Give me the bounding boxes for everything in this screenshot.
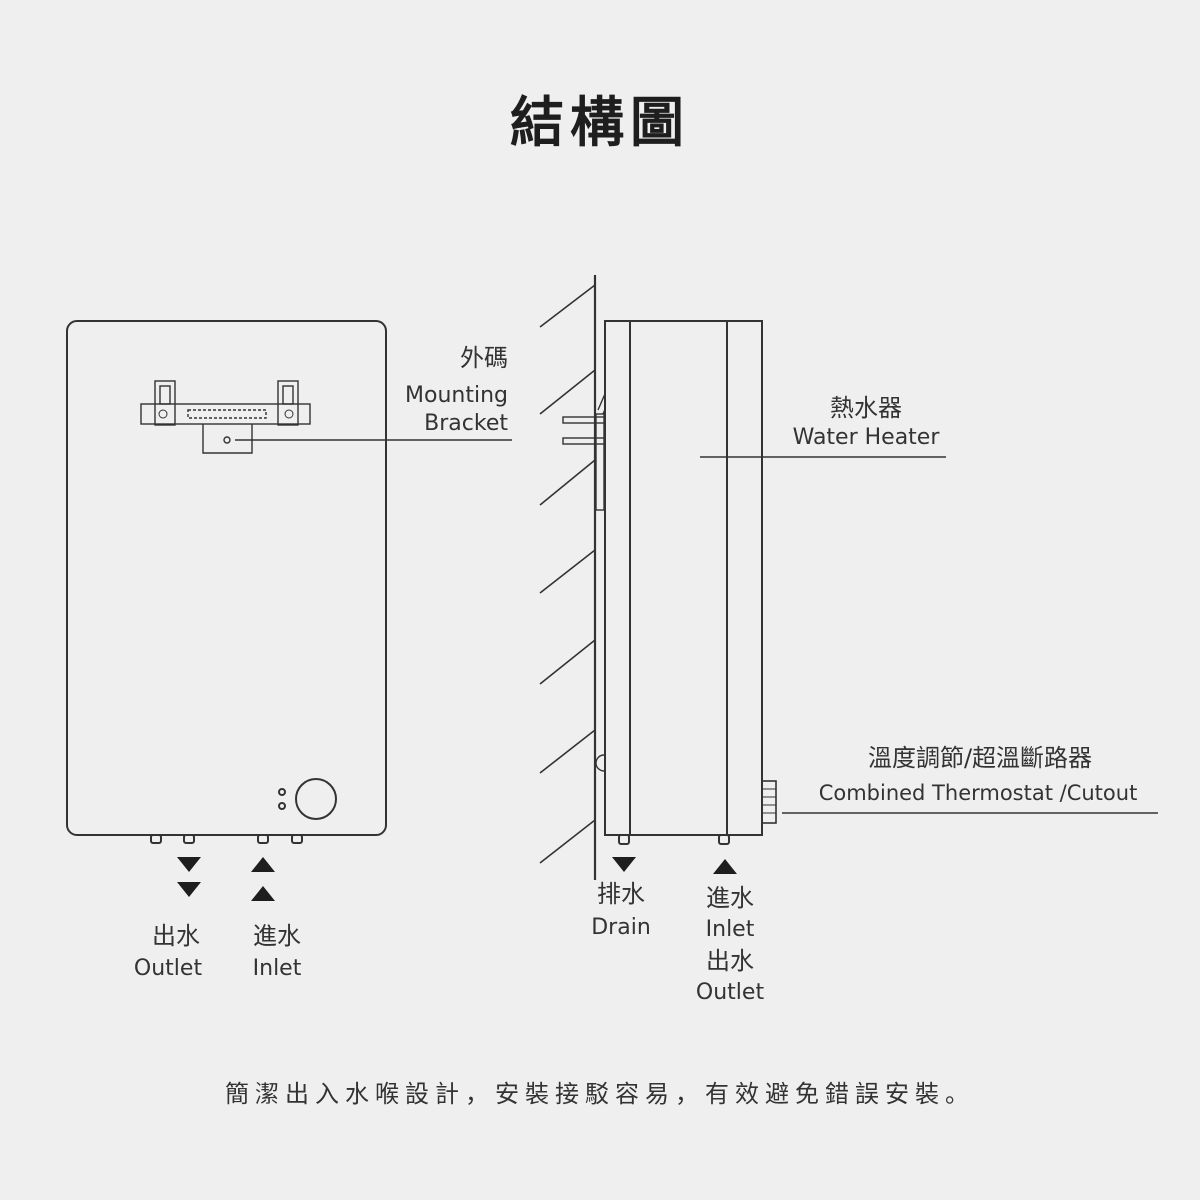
water-heater-label-zh: 熱水器 bbox=[830, 394, 902, 422]
drain-label-zh: 排水 bbox=[597, 880, 645, 908]
mounting-bracket-label-zh: 外碼 bbox=[460, 344, 508, 372]
side-view bbox=[539, 275, 1158, 880]
front-mounting-bracket bbox=[140, 380, 311, 454]
caption-text: 簡潔出入水喉設計，安裝接駁容易，有效避免錯誤安裝。 bbox=[225, 1080, 975, 1108]
side-outlet-label-zh: 出水 bbox=[706, 947, 754, 975]
drain-label-en: Drain bbox=[591, 915, 651, 940]
mounting-bracket-label-en: Mounting bbox=[405, 383, 508, 408]
side-thermostat-knob bbox=[761, 780, 777, 824]
page-title: 結構圖 bbox=[510, 91, 690, 154]
front-outlet-arrows bbox=[177, 857, 201, 897]
side-inlet-label-zh: 進水 bbox=[706, 884, 754, 912]
side-outlet-label-en: Outlet bbox=[696, 980, 765, 1005]
mounting-bracket-label-en-2: Bracket bbox=[424, 411, 508, 436]
water-heater-label-en: Water Heater bbox=[793, 425, 941, 450]
wall-bolts bbox=[562, 416, 608, 445]
front-temperature-knob bbox=[295, 778, 337, 820]
thermostat-label-en: Combined Thermostat /Cutout bbox=[819, 781, 1138, 805]
front-inlet-label-en: Inlet bbox=[253, 956, 302, 981]
front-heater-body bbox=[66, 320, 387, 836]
wall-hatching bbox=[539, 284, 596, 864]
side-inlet-label-en: Inlet bbox=[706, 917, 755, 942]
front-outlet-label-zh: 出水 bbox=[152, 922, 200, 950]
front-outlet-label-en: Outlet bbox=[134, 956, 203, 981]
front-inlet-label-zh: 進水 bbox=[253, 922, 301, 950]
front-inlet-arrows bbox=[251, 857, 275, 901]
front-indicator-led bbox=[278, 788, 286, 796]
drain-arrow bbox=[612, 857, 636, 872]
front-indicator-led bbox=[278, 802, 286, 810]
side-inlet-arrow bbox=[713, 859, 737, 874]
front-view bbox=[66, 320, 512, 844]
side-heater-body bbox=[604, 320, 763, 836]
thermostat-label-zh: 溫度調節/超溫斷路器 bbox=[868, 744, 1092, 772]
